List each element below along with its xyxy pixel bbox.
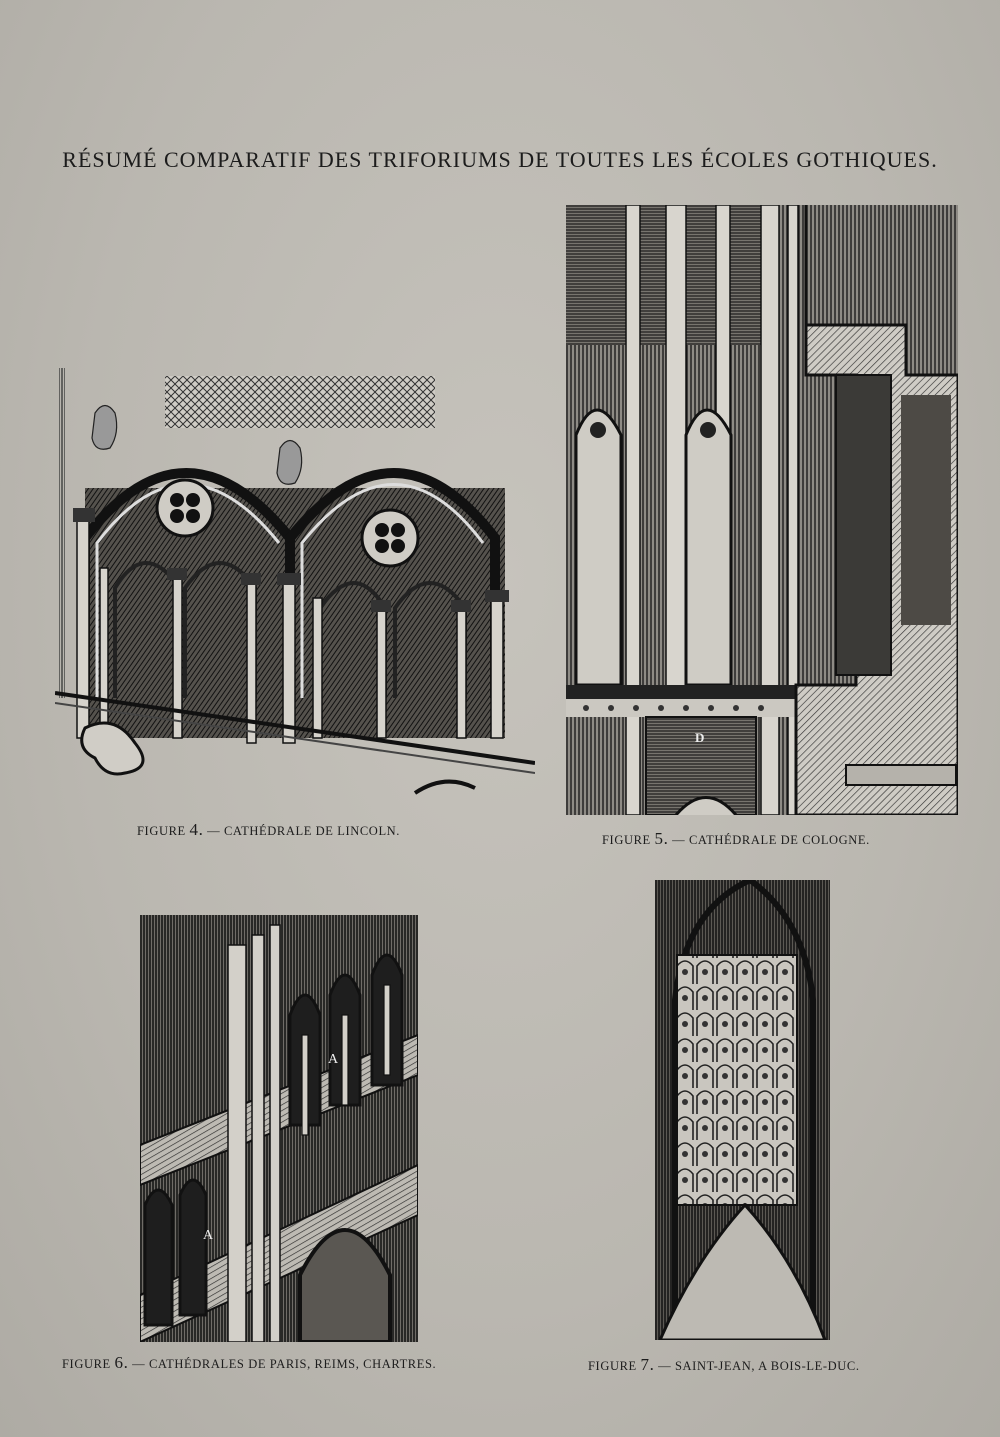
figure-6-label-a-lower: A [203,1228,214,1243]
figure-4-caption: FIGURE 4. — CATHÉDRALE DE LINCOLN. [137,820,401,839]
figure-5-caption: FIGURE 5. — CATHÉDRALE DE COLOGNE. [602,829,870,848]
figure-7-caption: FIGURE 7. — SAINT-JEAN, A BOIS-LE-DUC. [588,1355,860,1374]
page-title: RÉSUMÉ COMPARATIF DES TRIFORIUMS DE TOUT… [62,147,938,172]
bleed-through-text [160,218,560,255]
figure-6-caption: FIGURE 6. — CATHÉDRALES DE PARIS, REIMS,… [62,1353,437,1372]
figure-7-engraving [655,880,830,1340]
figure-6-engraving: A A [140,915,418,1342]
figure-5-label-d: D [695,730,705,745]
figure-5-engraving: D [566,205,958,815]
figure-6-label-a-upper: A [328,1052,339,1067]
figure-4-engraving [55,368,535,800]
